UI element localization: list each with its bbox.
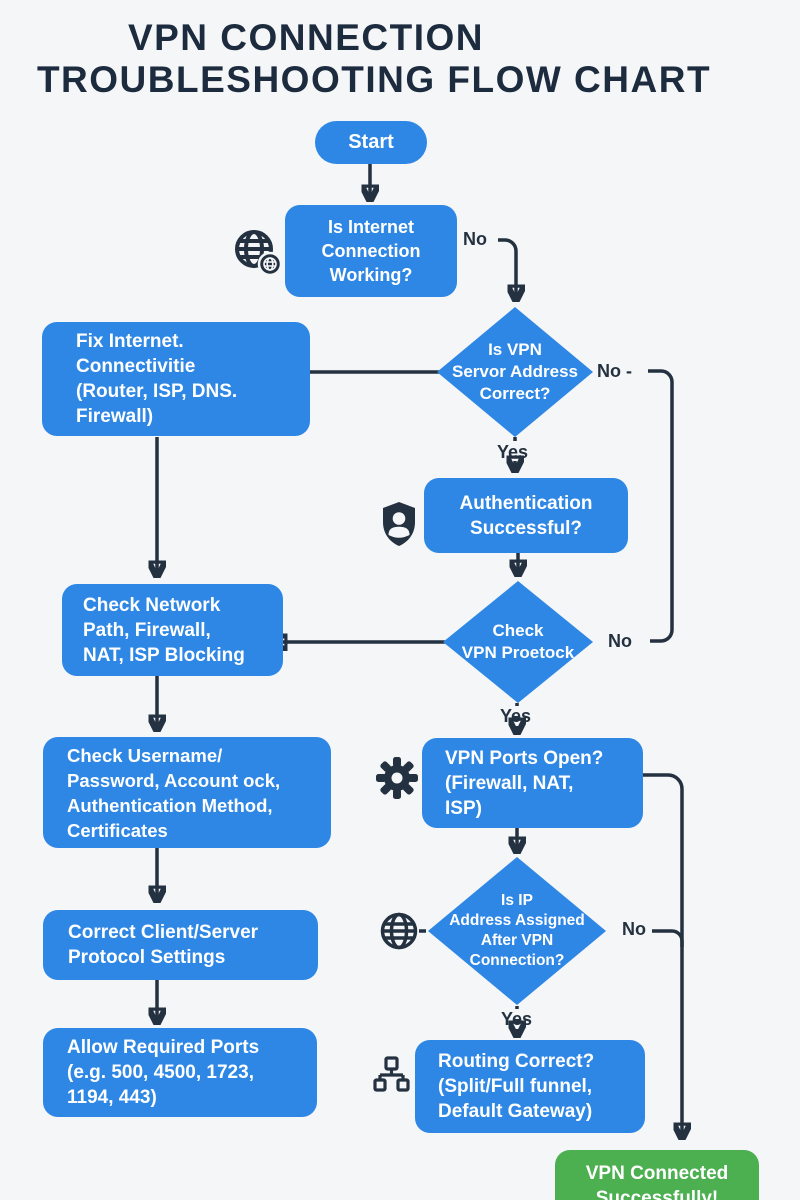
node-success-label: VPN Connected Successfully! bbox=[585, 1163, 729, 1200]
node-network-path-label: Check Network Path, Firewall, NAT, ISP B… bbox=[83, 594, 245, 666]
node-authentication-check-label: Authentication Successful? bbox=[459, 492, 593, 539]
node-allow-ports: Allow Required Ports (e.g. 500, 4500, 17… bbox=[43, 1028, 317, 1117]
gear-icon bbox=[374, 755, 420, 806]
node-server-address-check: Is VPN Servor Address Correct? bbox=[437, 307, 593, 437]
node-vpn-protocol-check-label: Check VPN Proetock bbox=[461, 621, 575, 662]
node-vpn-ports: VPN Ports Open? (Firewall, NAT, ISP) bbox=[422, 738, 643, 828]
edge-label-vpn-protocol-yes: Yes bbox=[500, 706, 532, 726]
node-routing-check-label: Routing Correct? (Split/Full funnel, Def… bbox=[438, 1051, 595, 1122]
shield-user-icon bbox=[379, 501, 419, 552]
node-ip-assigned-check-label: Is IP Address Assigned After VPN Connect… bbox=[449, 892, 585, 969]
page-title-line2: TROUBLESHOOTING FLOW CHART bbox=[36, 59, 712, 100]
node-allow-ports-label: Allow Required Ports (e.g. 500, 4500, 17… bbox=[67, 1037, 260, 1108]
network-tree-icon bbox=[372, 1056, 412, 1099]
edge-internet-no-to-server-diamond bbox=[498, 238, 516, 296]
node-fix-internet-label: Fix Internet. Connectivitie (Router, ISP… bbox=[76, 331, 238, 427]
node-ip-assigned-check: Is IP Address Assigned After VPN Connect… bbox=[428, 857, 606, 1005]
node-authentication-check: Authentication Successful? bbox=[424, 478, 628, 553]
node-network-path: Check Network Path, Firewall, NAT, ISP B… bbox=[62, 584, 283, 676]
node-start-label: Start bbox=[348, 131, 394, 153]
edge-label-internet-no: No bbox=[463, 229, 487, 249]
edge-label-server-address-yes: Yes bbox=[497, 442, 529, 462]
edge-ip-no-join-rail bbox=[652, 929, 684, 947]
node-fix-internet: Fix Internet. Connectivitie (Router, ISP… bbox=[42, 322, 310, 436]
globe-icon bbox=[378, 910, 420, 957]
node-internet-check-label: Is Internet Connection Working? bbox=[321, 217, 421, 285]
page-title-line1: VPN CONNECTION bbox=[127, 17, 485, 58]
node-protocol-settings: Correct Client/Server Protocol Settings bbox=[43, 910, 318, 980]
edge-label-ip-assigned-no: No bbox=[622, 919, 646, 939]
node-routing-check: Routing Correct? (Split/Full funnel, Def… bbox=[415, 1040, 645, 1133]
edge-no-rail-right-top bbox=[648, 369, 674, 643]
node-server-address-check-label: Is VPN Servor Address Correct? bbox=[452, 340, 578, 403]
node-success: VPN Connected Successfully! bbox=[555, 1150, 759, 1200]
node-internet-check: Is Internet Connection Working? bbox=[285, 205, 457, 297]
node-credentials-label: Check Username/ Password, Account ock, A… bbox=[67, 744, 281, 841]
edge-label-server-address-no: No - bbox=[597, 361, 632, 381]
edge-label-vpn-protocol-no: No bbox=[608, 631, 632, 651]
node-vpn-ports-label: VPN Ports Open? (Firewall, NAT, ISP) bbox=[445, 747, 604, 819]
node-vpn-protocol-check: Check VPN Proetock bbox=[443, 581, 593, 703]
edge-label-ip-assigned-yes: Yes bbox=[501, 1009, 533, 1029]
node-protocol-settings-label: Correct Client/Server Protocol Settings bbox=[68, 922, 259, 968]
node-credentials: Check Username/ Password, Account ock, A… bbox=[43, 737, 331, 848]
node-start: Start bbox=[315, 121, 427, 164]
globe-network-icon bbox=[228, 222, 284, 283]
